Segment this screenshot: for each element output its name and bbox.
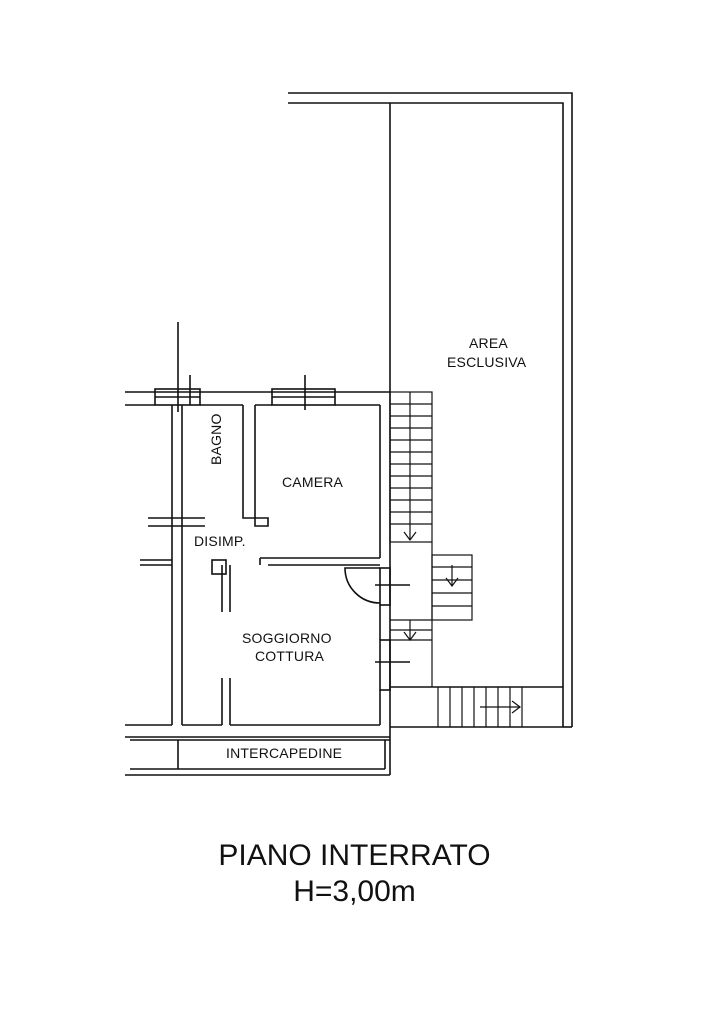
intercapedine-label: INTERCAPEDINE — [226, 745, 343, 761]
staircase — [389, 391, 523, 727]
area-esclusiva-boundary — [288, 92, 573, 728]
plan-title: PIANO INTERRATO — [218, 839, 491, 872]
windows — [154, 322, 410, 691]
soggiorno-label-line2: COTTURA — [255, 648, 325, 664]
area-esclusiva-label-line2: ESCLUSIVA — [447, 354, 527, 370]
soggiorno-label-line1: SOGGIORNO — [242, 630, 332, 646]
exterior-walls — [125, 391, 391, 776]
disimp-label: DISIMP. — [194, 533, 246, 549]
bagno-label: BAGNO — [208, 413, 224, 465]
camera-label: CAMERA — [282, 474, 344, 490]
plan-height: H=3,00m — [293, 875, 416, 908]
door-swing — [344, 567, 381, 604]
interior-walls — [140, 405, 380, 725]
area-esclusiva-label-line1: AREA — [469, 335, 508, 351]
